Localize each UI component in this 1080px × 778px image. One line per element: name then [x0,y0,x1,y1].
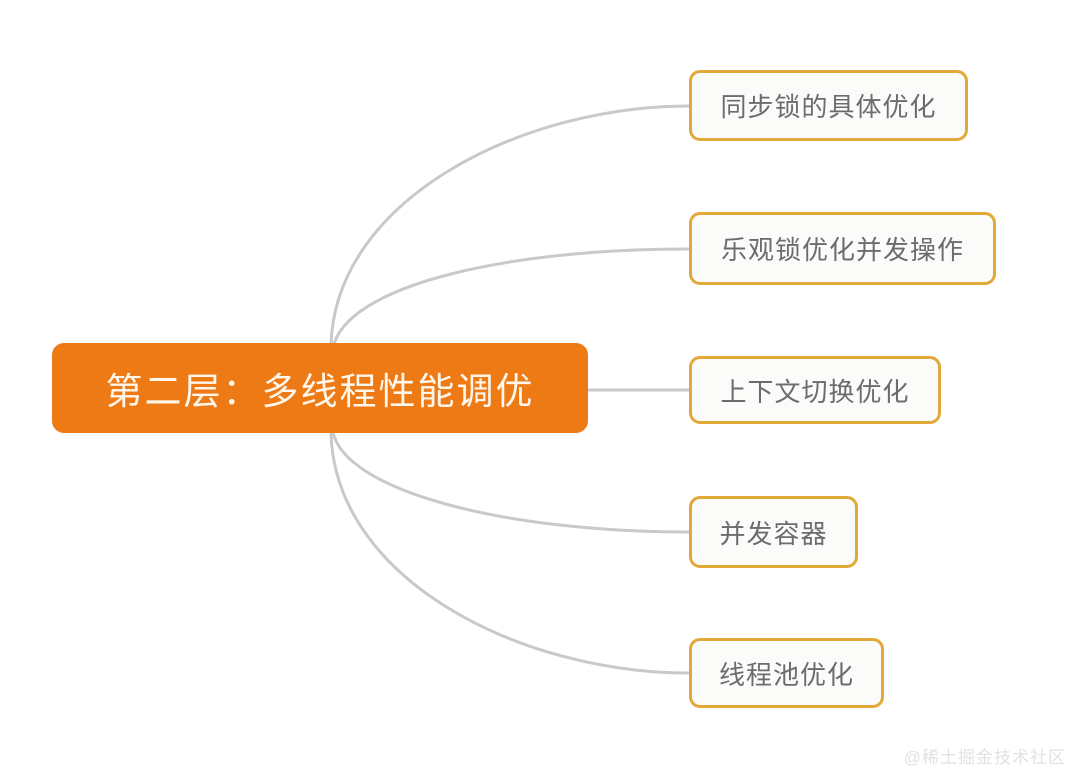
child-node-1-label: 同步锁的具体优化 [720,92,937,122]
connector-to-child-2 [331,247,691,350]
child-node-1[interactable]: 同步锁的具体优化 [689,70,968,141]
connector-to-child-1 [329,104,691,347]
connector-to-child-4 [331,430,691,534]
child-node-5[interactable]: 线程池优化 [689,638,884,708]
child-node-5-label: 线程池优化 [718,659,854,690]
root-node[interactable]: 第二层：多线程性能调优 [52,343,588,433]
child-node-4[interactable]: 并发容器 [689,496,858,568]
child-node-3-label: 上下文切换优化 [720,376,910,407]
child-node-2-label: 乐观锁优化并发操作 [720,235,964,265]
root-node-label: 第二层：多线程性能调优 [105,371,535,412]
connector-to-child-5 [329,432,691,675]
child-node-3[interactable]: 上下文切换优化 [689,356,941,424]
watermark: @稀土掘金技术社区 [903,748,1066,767]
child-node-4-label: 并发容器 [719,518,828,549]
child-node-2[interactable]: 乐观锁优化并发操作 [689,212,996,285]
